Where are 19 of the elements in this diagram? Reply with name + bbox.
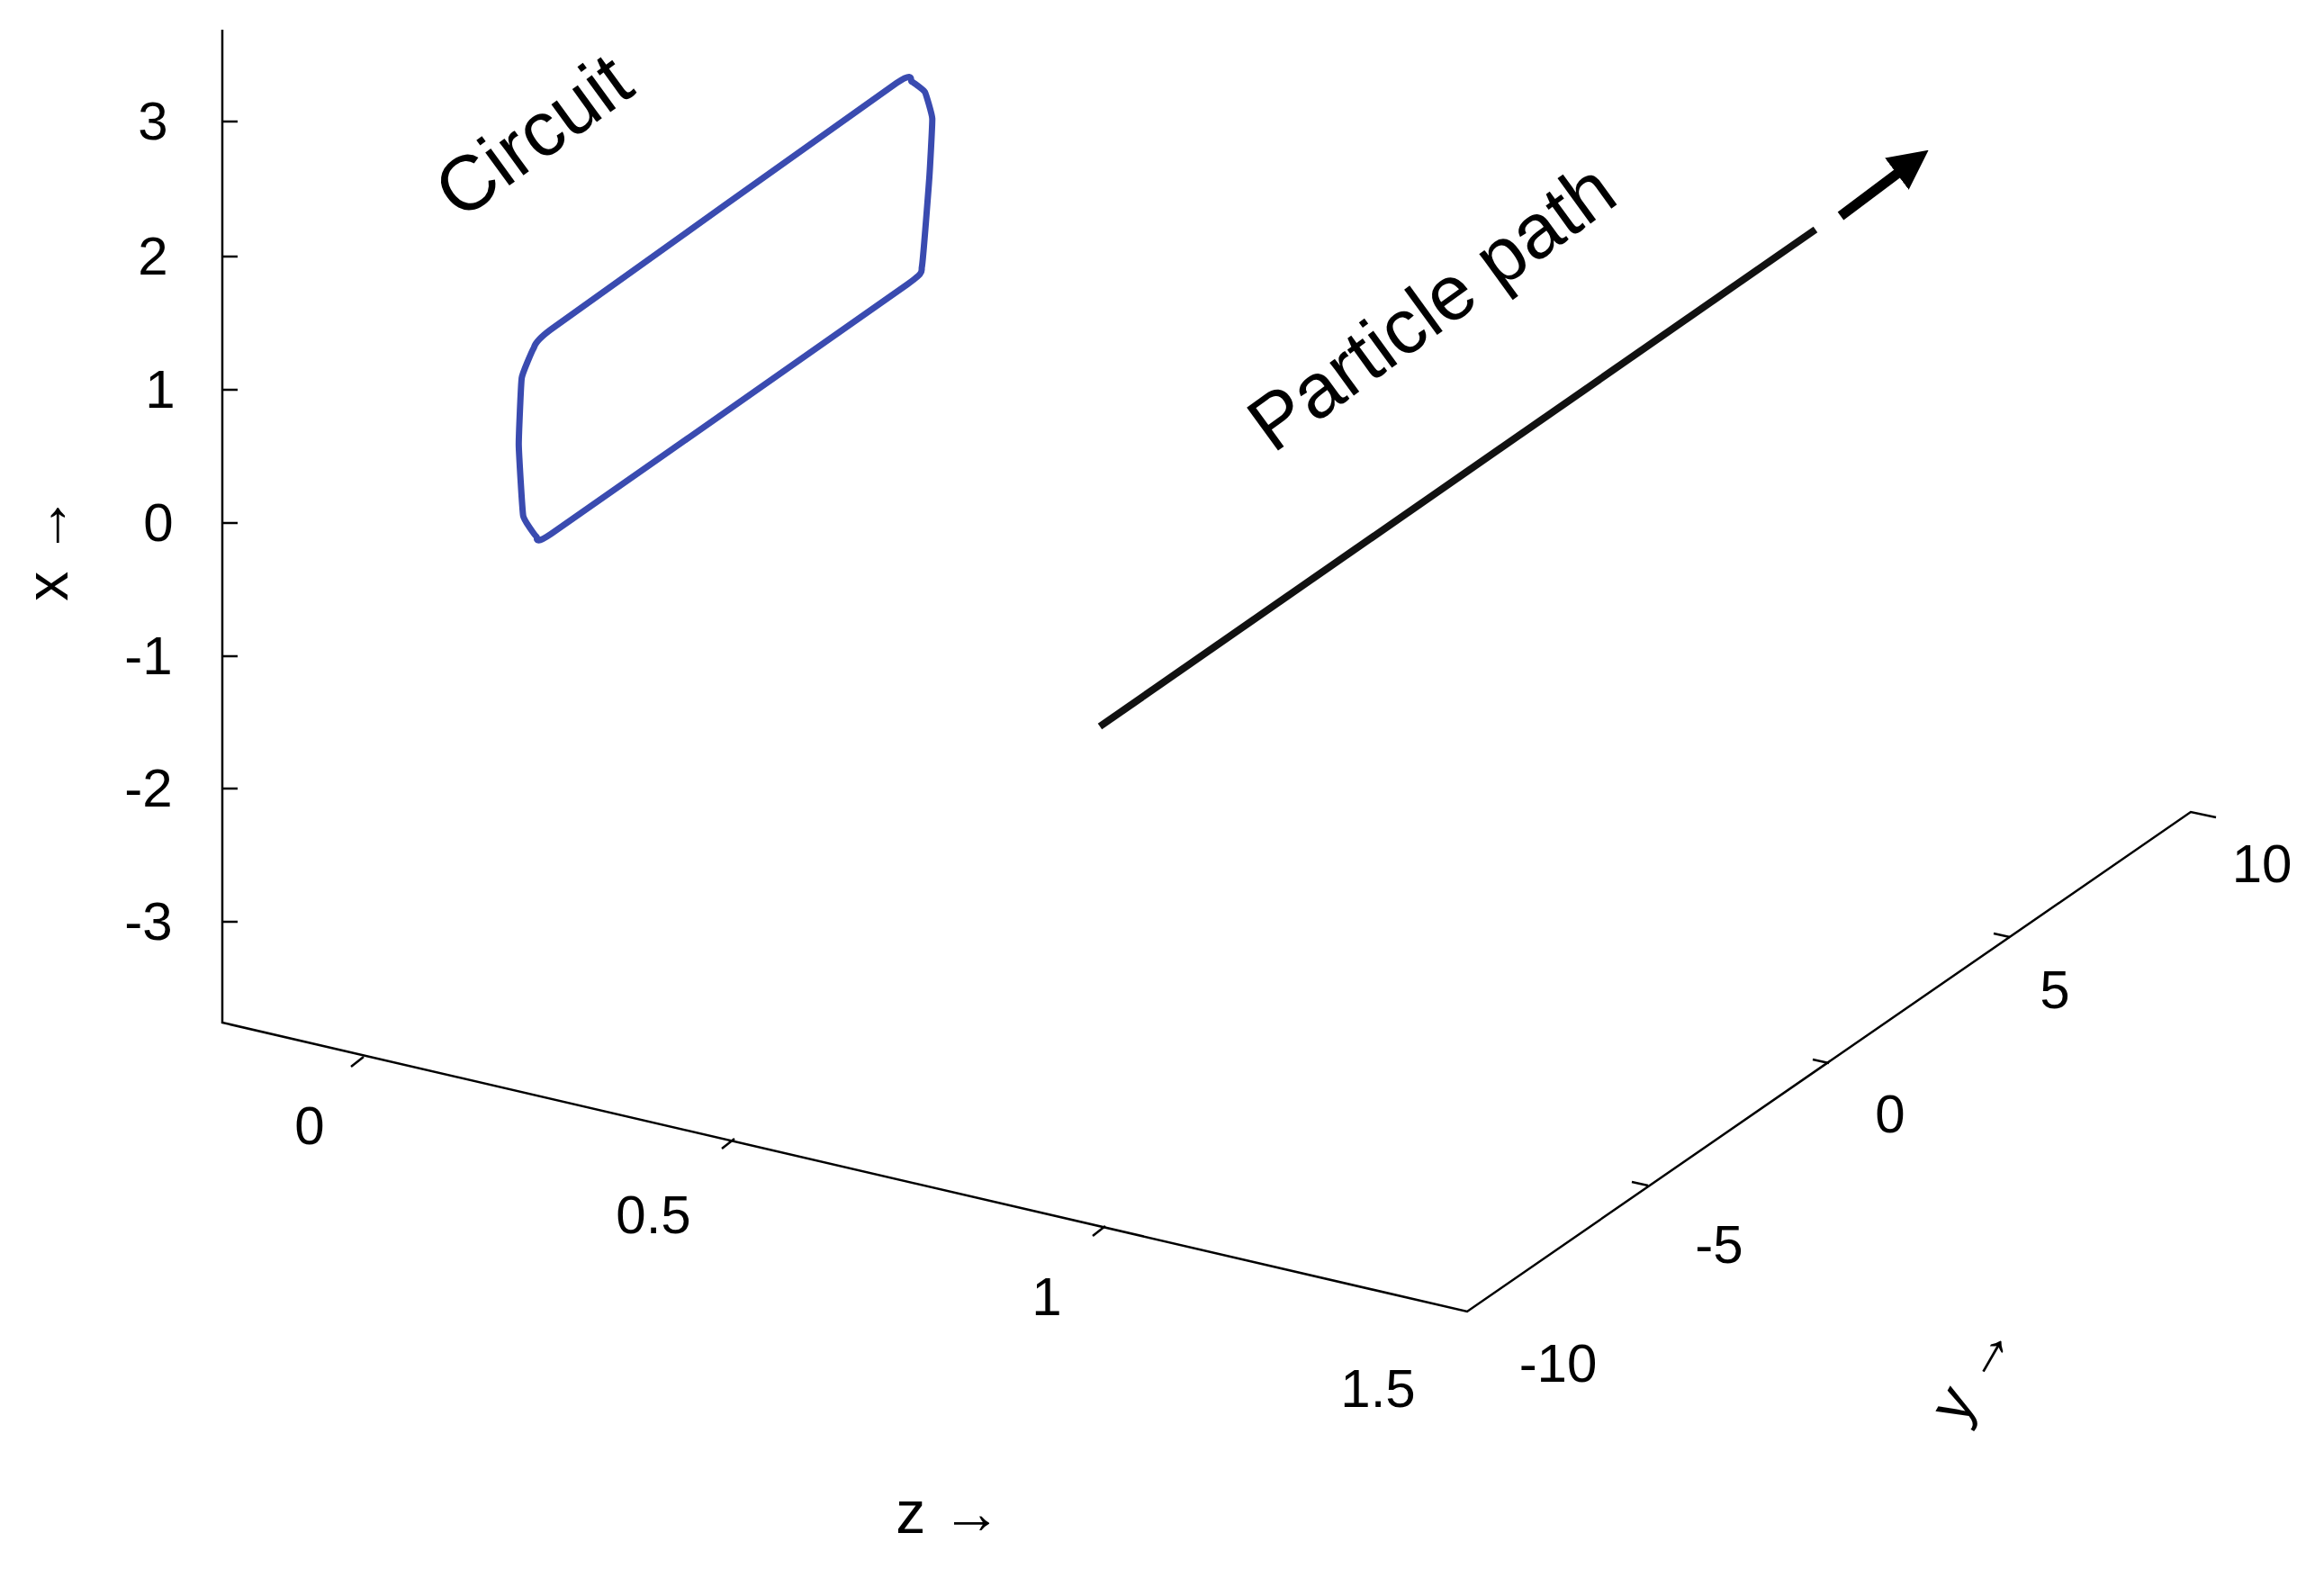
tick-label: 0 — [143, 496, 174, 550]
axis-label: x → — [17, 495, 77, 601]
tick-label: 3 — [138, 95, 168, 149]
tick-label: -3 — [124, 895, 173, 949]
tick-label: 1 — [145, 363, 176, 417]
tick-label: -1 — [124, 629, 173, 683]
tick-label: 2 — [138, 230, 168, 284]
tick-label: 0 — [294, 1099, 325, 1153]
tick-label: -5 — [1695, 1218, 1743, 1272]
tick-label: 0.5 — [616, 1188, 691, 1242]
tick-label: -2 — [124, 762, 173, 816]
tick-label: 5 — [2040, 963, 2070, 1017]
tick-label: 1 — [1031, 1270, 1062, 1324]
tick-label: -10 — [1518, 1337, 1598, 1391]
tick-label: 1.5 — [1340, 1362, 1416, 1416]
tick-label: 10 — [2231, 837, 2292, 891]
axis-label: z → — [896, 1483, 1002, 1542]
axis-label: y → — [1919, 1310, 2023, 1432]
tick-label: 0 — [1875, 1087, 1905, 1141]
